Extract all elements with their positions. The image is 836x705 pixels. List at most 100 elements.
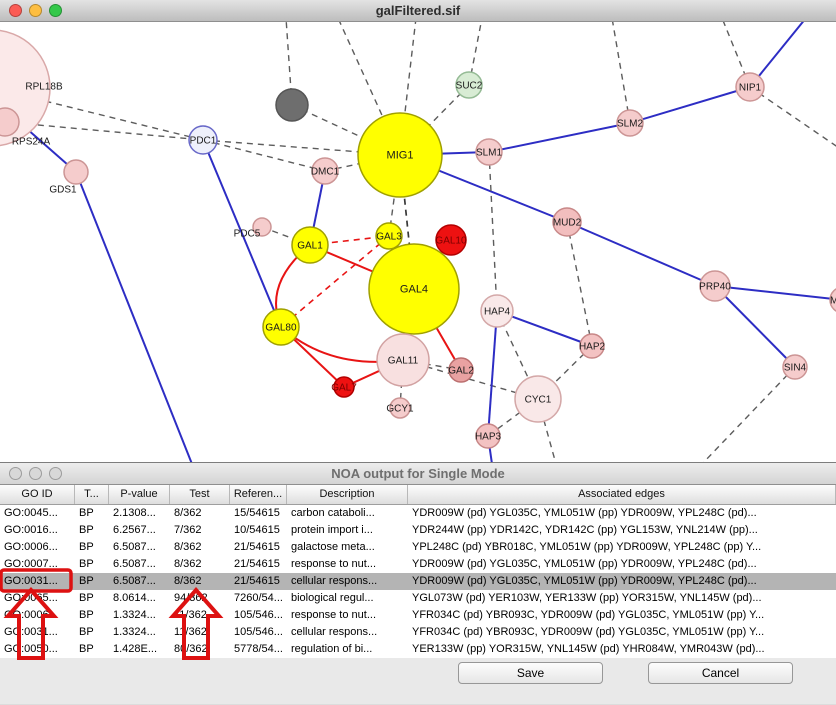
cell-p_value: 6.5087... xyxy=(113,541,156,553)
edge-gray-dash-7[interactable] xyxy=(202,139,326,172)
node-slm2[interactable] xyxy=(616,109,644,137)
edge-blue-23[interactable] xyxy=(714,285,796,368)
cell-description: regulation of bi... xyxy=(291,643,373,655)
network-svg[interactable]: RPL18BRPS24AGDS1PDC1DMC1MIG1SUC2SLM1SLM2… xyxy=(0,22,836,462)
node-dmc1[interactable] xyxy=(311,157,339,185)
node-label-gal2: GAL2 xyxy=(448,366,474,377)
noa-window-titlebar[interactable]: NOA output for Single Mode xyxy=(0,463,836,485)
cell-type: BP xyxy=(79,592,94,604)
close-button[interactable] xyxy=(9,467,22,480)
node-rps24a[interactable] xyxy=(0,107,20,137)
edge-gray-dash-26[interactable] xyxy=(566,221,593,347)
column-header-associated_edges[interactable]: Associated edges xyxy=(408,485,836,504)
node-gal3[interactable] xyxy=(375,222,403,250)
node-gal10[interactable] xyxy=(435,224,467,256)
edge-blue-27[interactable] xyxy=(496,310,593,347)
edge-gray-dash-24[interactable] xyxy=(702,366,796,462)
node-label-dmc1: DMC1 xyxy=(311,167,340,178)
cell-test: 8/362 xyxy=(174,541,202,553)
node-pdc5[interactable] xyxy=(252,217,272,237)
edge-blue-3[interactable] xyxy=(75,171,193,462)
column-header-type[interactable]: T... xyxy=(75,485,109,504)
edge-red-dash-48[interactable] xyxy=(280,235,390,328)
node-gal11[interactable] xyxy=(376,333,430,387)
node-sin4[interactable] xyxy=(782,354,808,380)
node-label-gal10: GAL10 xyxy=(435,236,467,247)
edge-gray-dash-25[interactable] xyxy=(488,151,498,312)
minimize-button[interactable] xyxy=(29,467,42,480)
cell-type: BP xyxy=(79,558,94,570)
cell-associated_edges: YDR009W (pd) YGL035C, YML051W (pp) YDR00… xyxy=(412,507,757,519)
edge-gray-dash-18[interactable] xyxy=(611,22,631,124)
node-msl1[interactable] xyxy=(829,287,836,313)
cell-p_value: 6.5087... xyxy=(113,575,156,587)
node-gal2[interactable] xyxy=(448,357,474,383)
node-label-slm2: SLM2 xyxy=(617,119,644,130)
cell-associated_edges: YER133W (pp) YOR315W, YNL145W (pd) YHR08… xyxy=(412,643,765,655)
window-controls xyxy=(9,467,62,480)
node-gds1[interactable] xyxy=(63,159,89,185)
edge-blue-22[interactable] xyxy=(714,285,836,301)
node-unnamed-gray[interactable] xyxy=(275,88,309,122)
zoom-button[interactable] xyxy=(49,4,62,17)
node-prp40[interactable] xyxy=(699,270,731,302)
node-slm1[interactable] xyxy=(475,138,503,166)
column-header-go_id[interactable]: GO ID xyxy=(0,485,75,504)
node-label-pdc1: PDC1 xyxy=(190,136,217,147)
node-label-hap2: HAP2 xyxy=(579,342,606,353)
node-label-gcy1: GCY1 xyxy=(386,404,414,415)
node-nip1[interactable] xyxy=(735,72,765,102)
node-hap2[interactable] xyxy=(579,333,605,359)
edge-gray-dash-1[interactable] xyxy=(4,121,204,141)
edge-blue-35[interactable] xyxy=(202,139,282,328)
edge-blue-16[interactable] xyxy=(749,22,806,88)
column-header-test[interactable]: Test xyxy=(170,485,230,504)
node-hap3[interactable] xyxy=(475,423,501,449)
edge-blue-33[interactable] xyxy=(487,310,498,437)
zoom-button[interactable] xyxy=(49,467,62,480)
node-mig1[interactable] xyxy=(357,112,443,198)
node-gal7[interactable] xyxy=(333,376,355,398)
node-gal80[interactable] xyxy=(262,308,300,346)
minimize-button[interactable] xyxy=(29,4,42,17)
node-label-slm1: SLM1 xyxy=(476,148,503,159)
cancel-button[interactable]: Cancel xyxy=(648,662,793,684)
node-cyc1[interactable] xyxy=(514,375,562,423)
edge-blue-14[interactable] xyxy=(488,122,631,153)
cell-test: 11/362 xyxy=(174,626,207,638)
node-gal1[interactable] xyxy=(291,226,329,264)
node-pdc1[interactable] xyxy=(188,125,218,155)
column-header-p_value[interactable]: P-value xyxy=(109,485,170,504)
edge-blue-15[interactable] xyxy=(629,86,751,124)
edge-blue-21[interactable] xyxy=(566,221,716,287)
node-gal4[interactable] xyxy=(368,243,460,335)
node-label-gal1: GAL1 xyxy=(297,241,323,252)
node-gcy1[interactable] xyxy=(389,397,411,419)
node-mud2[interactable] xyxy=(552,207,582,237)
node-hap4[interactable] xyxy=(480,294,514,328)
node-label-suc2: SUC2 xyxy=(456,81,483,92)
node-suc2[interactable] xyxy=(455,71,483,99)
cell-reference: 5778/54... xyxy=(234,643,283,655)
edge-gray-dash-36[interactable] xyxy=(261,226,311,246)
column-header-reference[interactable]: Referen... xyxy=(230,485,287,504)
column-header-description[interactable]: Description xyxy=(287,485,408,504)
close-button[interactable] xyxy=(9,4,22,17)
save-button[interactable]: Save xyxy=(458,662,603,684)
network-window-titlebar[interactable]: galFiltered.sif xyxy=(0,0,836,22)
edge-gray-dash-19[interactable] xyxy=(749,86,836,150)
cell-test: 8/362 xyxy=(174,575,202,587)
node-label-gal3: GAL3 xyxy=(376,232,402,243)
